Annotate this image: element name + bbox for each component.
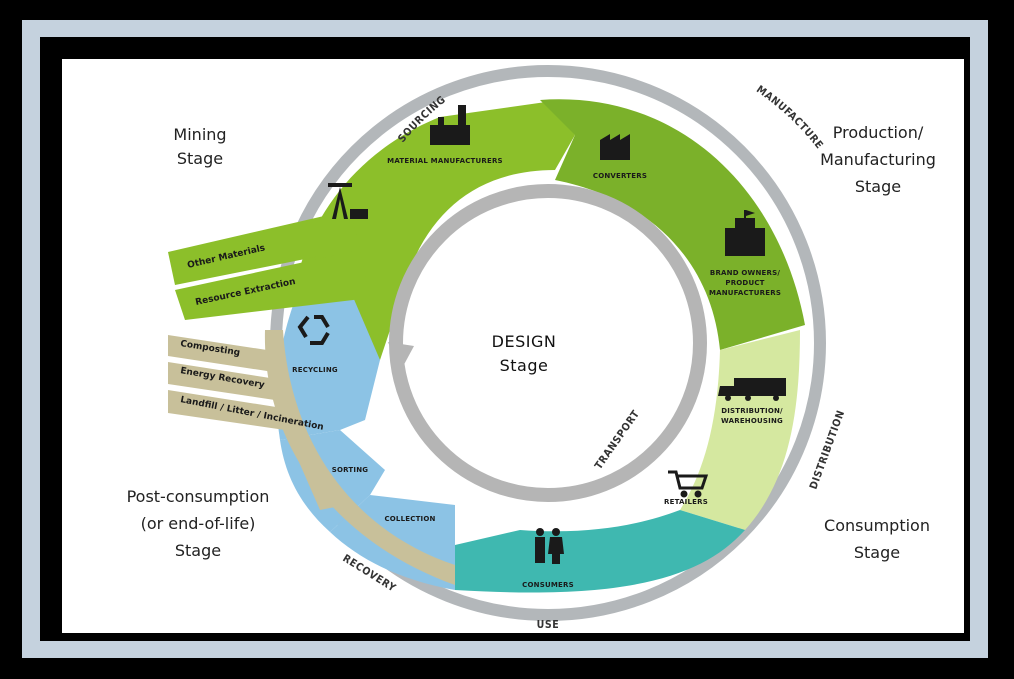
factory-icon xyxy=(430,105,470,145)
people-icon xyxy=(535,528,564,564)
segment-manufacture xyxy=(540,99,805,350)
segment-consumers xyxy=(455,510,745,593)
factory-roof-icon xyxy=(600,134,630,160)
flap-landfill xyxy=(168,390,345,510)
label-converters: CONVERTERS xyxy=(593,172,647,180)
center-title: DESIGN xyxy=(492,332,557,351)
inner-ring-arrow xyxy=(388,342,414,372)
stage-mining: Mining Stage xyxy=(173,125,226,168)
svg-text:Stage: Stage xyxy=(177,149,223,168)
svg-text:Post-consumption: Post-consumption xyxy=(127,487,270,506)
stage-production: Production/ Manufacturing Stage xyxy=(820,123,936,196)
svg-text:Stage: Stage xyxy=(175,541,221,560)
label-collection: COLLECTION xyxy=(384,515,435,523)
label-material-manufacturers: MATERIAL MANUFACTURERS xyxy=(387,157,503,165)
ring-label-use: USE xyxy=(537,619,560,631)
svg-text:Manufacturing: Manufacturing xyxy=(820,150,936,169)
label-distribution-2: WAREHOUSING xyxy=(721,417,783,425)
svg-text:Mining: Mining xyxy=(173,125,226,144)
building-flag-icon xyxy=(725,210,765,256)
label-distribution-1: DISTRIBUTION/ xyxy=(721,407,783,415)
label-brand-owners-3: MANUFACTURERS xyxy=(709,289,781,297)
flap-other-materials xyxy=(168,210,360,285)
svg-text:Stage: Stage xyxy=(854,543,900,562)
center-subtitle: Stage xyxy=(500,356,549,375)
flap-energy-recovery xyxy=(168,362,288,402)
label-consumers: CONSUMERS xyxy=(522,581,574,589)
stage-post-consumption: Post-consumption (or end-of-life) Stage xyxy=(127,487,270,560)
shopping-cart-icon xyxy=(668,470,709,498)
label-sorting: SORTING xyxy=(332,466,369,474)
oil-pump-icon xyxy=(328,183,368,219)
label-recycling: RECYCLING xyxy=(292,366,338,374)
svg-text:(or end-of-life): (or end-of-life) xyxy=(141,514,256,533)
label-retailers: RETAILERS xyxy=(664,498,708,506)
recycle-icon xyxy=(297,315,330,345)
svg-text:Consumption: Consumption xyxy=(824,516,930,535)
flap-composting xyxy=(168,335,280,373)
stage-consumption: Consumption Stage xyxy=(824,516,930,562)
flap-resource-extraction xyxy=(175,250,370,320)
label-brand-owners-1: BRAND OWNERS/ xyxy=(710,269,780,277)
truck-icon xyxy=(718,378,786,401)
svg-text:Stage: Stage xyxy=(855,177,901,196)
inner-ring xyxy=(389,184,707,502)
svg-text:Production/: Production/ xyxy=(833,123,924,142)
label-brand-owners-2: PRODUCT xyxy=(725,279,764,287)
